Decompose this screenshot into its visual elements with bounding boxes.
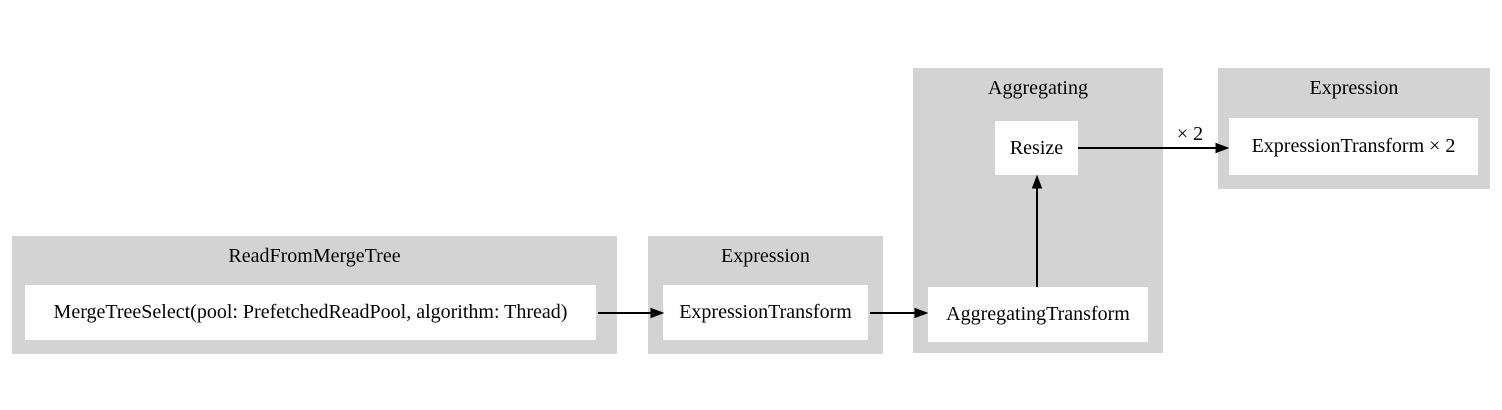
cluster-title: Expression <box>1309 77 1399 99</box>
node-resize: Resize <box>995 121 1078 175</box>
node-mergetreeselect: MergeTreeSelect(pool: PrefetchedReadPool… <box>25 285 596 340</box>
cluster-title: Aggregating <box>988 77 1088 99</box>
node-expressiontransform: ExpressionTransform <box>663 285 868 340</box>
cluster-title: Expression <box>721 245 810 267</box>
edge-multiplicity-label: × 2 <box>1176 123 1204 145</box>
cluster-title: ReadFromMergeTree <box>228 245 401 267</box>
node-expressiontransform-x2: ExpressionTransform × 2 <box>1229 118 1478 175</box>
node-aggregatingtransform: AggregatingTransform <box>928 287 1148 342</box>
